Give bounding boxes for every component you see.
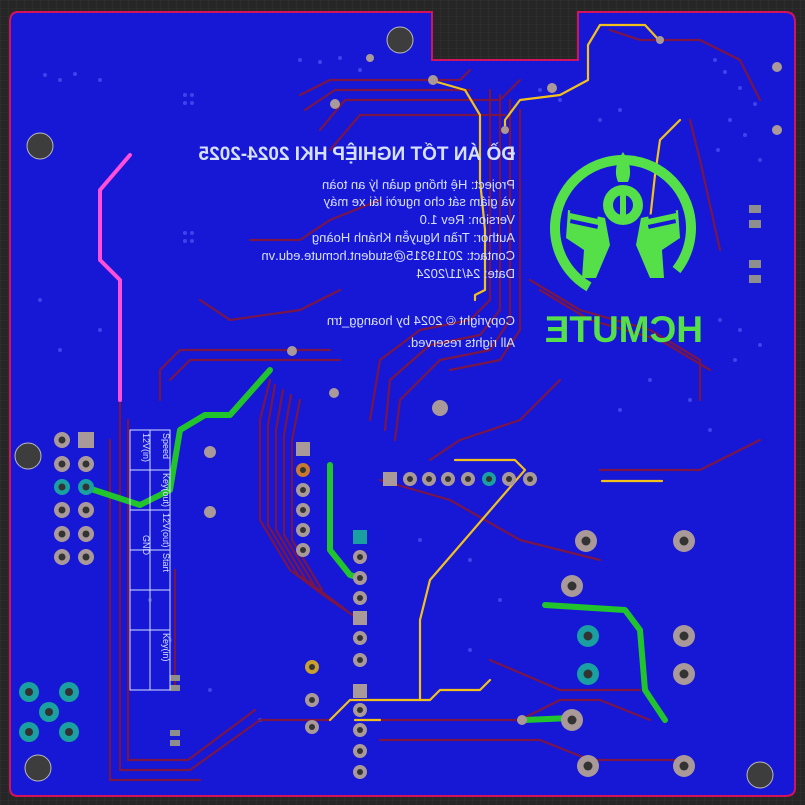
pin-header-middle bbox=[296, 442, 367, 779]
label-12v-out: 12V(out) bbox=[161, 513, 171, 548]
project-line: Project: Hệ thống quản lý an toàn bbox=[322, 177, 515, 192]
project-line-2: và giám sát cho người lái xe máy bbox=[323, 194, 515, 209]
torch-flame-icon bbox=[615, 152, 631, 182]
label-key-out: Key(out) bbox=[161, 473, 171, 507]
board-outline bbox=[9, 11, 796, 797]
author-line: Author: Trần Nguyễn Khánh Hoàng bbox=[312, 230, 515, 245]
logo-text: HCMUTE bbox=[545, 309, 703, 350]
smd-components bbox=[170, 205, 761, 746]
hand-left-icon bbox=[566, 210, 610, 278]
contact-line: Contact: 20119315@student.hcmute.edu.vn bbox=[261, 248, 515, 263]
pin-header-row bbox=[383, 472, 537, 486]
relay-pads bbox=[561, 530, 695, 777]
mounting-hole-icon bbox=[746, 761, 774, 789]
connector-label-table: Speed 12V(in) Key(out) 12V(out) GND Star… bbox=[129, 429, 171, 691]
mounting-hole-icon bbox=[24, 754, 52, 782]
mounting-hole-icon bbox=[14, 442, 42, 470]
hcmute-logo: HCMUTE bbox=[545, 152, 703, 350]
label-gnd: GND bbox=[141, 535, 151, 556]
label-12v-in: 12V(in) bbox=[141, 433, 151, 462]
connector-pads-left bbox=[54, 432, 94, 565]
power-connector-pads bbox=[19, 682, 79, 742]
small-vias bbox=[204, 36, 782, 725]
rights-line: All rights reserved. bbox=[407, 335, 515, 350]
label-start: Start bbox=[161, 553, 171, 573]
mounting-holes bbox=[14, 26, 774, 789]
board-title: ĐỒ ÁN TỐT NGHIỆP HKI 2024-2025 bbox=[198, 143, 515, 165]
mounting-hole-icon bbox=[386, 26, 414, 54]
silkscreen-info-block: ĐỒ ÁN TỐT NGHIỆP HKI 2024-2025 Project: … bbox=[198, 143, 515, 350]
version-line: Version: Rev 1.0 bbox=[420, 212, 515, 227]
mounting-hole-icon bbox=[26, 132, 54, 160]
copyright-line: Copyright © 2024 by hoangg_trn bbox=[327, 313, 515, 328]
via-field bbox=[38, 56, 762, 722]
hand-right-icon bbox=[636, 210, 680, 278]
label-speed: Speed bbox=[161, 433, 171, 459]
date-line: Date: 24/11/2024 bbox=[416, 266, 515, 281]
label-key-in: Key(in) bbox=[161, 633, 171, 662]
high-speed-trace bbox=[98, 153, 132, 402]
bottom-layer-traces bbox=[108, 28, 762, 782]
